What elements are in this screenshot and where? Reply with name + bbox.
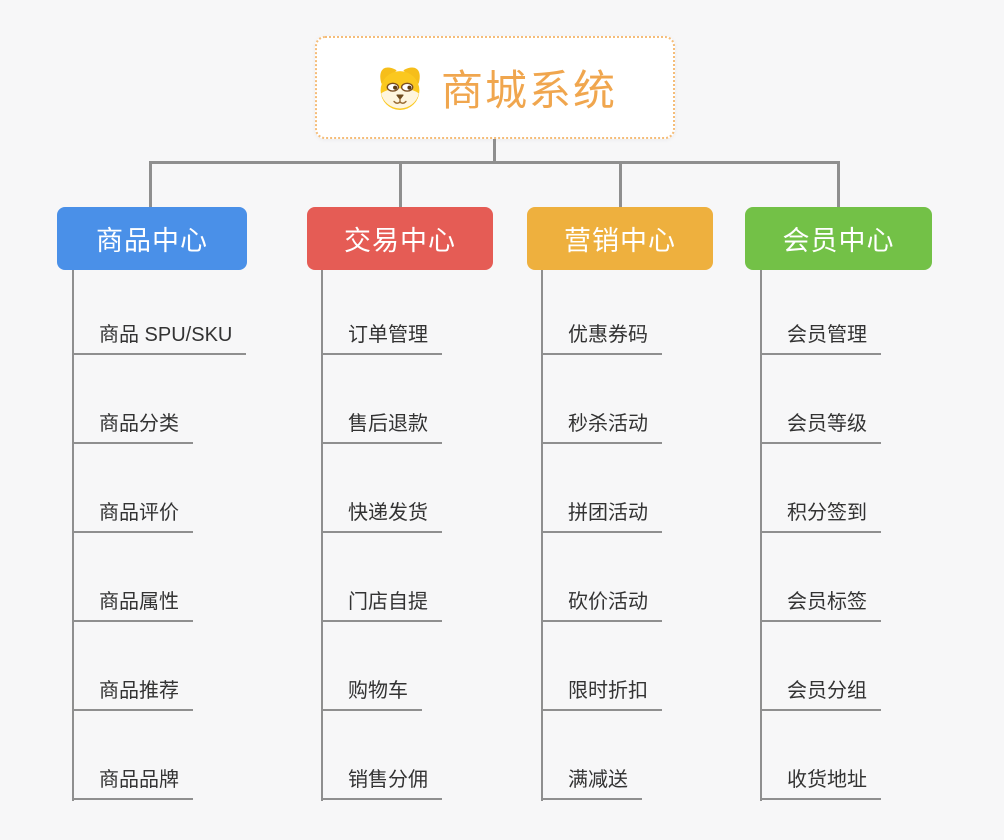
branch-label: 会员中心 bbox=[782, 226, 895, 256]
leaf-topic[interactable]: 会员分组 bbox=[760, 667, 881, 711]
branch-drop-line bbox=[399, 161, 402, 207]
column-trunk-line bbox=[72, 270, 74, 801]
leaf-topic[interactable]: 商品属性 bbox=[72, 578, 193, 622]
leaf-topic[interactable]: 门店自提 bbox=[321, 578, 442, 622]
leaf-topic[interactable]: 积分签到 bbox=[760, 489, 881, 533]
leaf-topic[interactable]: 砍价活动 bbox=[541, 578, 662, 622]
leaf-topic[interactable]: 商品品牌 bbox=[72, 756, 193, 800]
branch-drop-line bbox=[149, 161, 152, 207]
leaf-topic[interactable]: 秒杀活动 bbox=[541, 400, 662, 444]
leaf-topic[interactable]: 订单管理 bbox=[321, 311, 442, 355]
leaf-topic[interactable]: 会员等级 bbox=[760, 400, 881, 444]
leaf-topic[interactable]: 购物车 bbox=[321, 667, 422, 711]
branch-node-member-center[interactable]: 会员中心 bbox=[745, 207, 932, 270]
dog-face-icon bbox=[380, 66, 420, 110]
branch-connector-rail bbox=[150, 161, 839, 164]
leaf-topic[interactable]: 售后退款 bbox=[321, 400, 442, 444]
column-trunk-line bbox=[541, 270, 543, 801]
root-topic[interactable]: 商城系统 bbox=[315, 36, 675, 139]
branch-node-trade-center[interactable]: 交易中心 bbox=[307, 207, 493, 270]
branch-node-product-center[interactable]: 商品中心 bbox=[57, 207, 247, 270]
root-topic-label: 商城系统 bbox=[440, 67, 617, 114]
leaf-topic[interactable]: 拼团活动 bbox=[541, 489, 662, 533]
root-connector-stub bbox=[493, 139, 496, 164]
leaf-topic[interactable]: 收货地址 bbox=[760, 756, 881, 800]
branch-label: 商品中心 bbox=[96, 226, 208, 256]
leaf-topic[interactable]: 销售分佣 bbox=[321, 756, 442, 800]
leaf-topic[interactable]: 商品评价 bbox=[72, 489, 193, 533]
branch-drop-line bbox=[837, 161, 840, 207]
leaf-topic[interactable]: 商品分类 bbox=[72, 400, 193, 444]
branch-label: 营销中心 bbox=[564, 226, 676, 256]
leaf-topic[interactable]: 满减送 bbox=[541, 756, 642, 800]
branch-node-marketing-center[interactable]: 营销中心 bbox=[527, 207, 713, 270]
branch-drop-line bbox=[619, 161, 622, 207]
leaf-topic[interactable]: 限时折扣 bbox=[541, 667, 662, 711]
leaf-topic[interactable]: 快递发货 bbox=[321, 489, 442, 533]
column-trunk-line bbox=[760, 270, 762, 801]
branch-label: 交易中心 bbox=[344, 226, 456, 256]
column-trunk-line bbox=[321, 270, 323, 801]
leaf-topic[interactable]: 商品 SPU/SKU bbox=[72, 311, 247, 355]
leaf-topic[interactable]: 会员标签 bbox=[760, 578, 881, 622]
leaf-topic[interactable]: 优惠券码 bbox=[541, 311, 662, 355]
leaf-topic[interactable]: 商品推荐 bbox=[72, 667, 193, 711]
leaf-topic[interactable]: 会员管理 bbox=[760, 311, 881, 355]
